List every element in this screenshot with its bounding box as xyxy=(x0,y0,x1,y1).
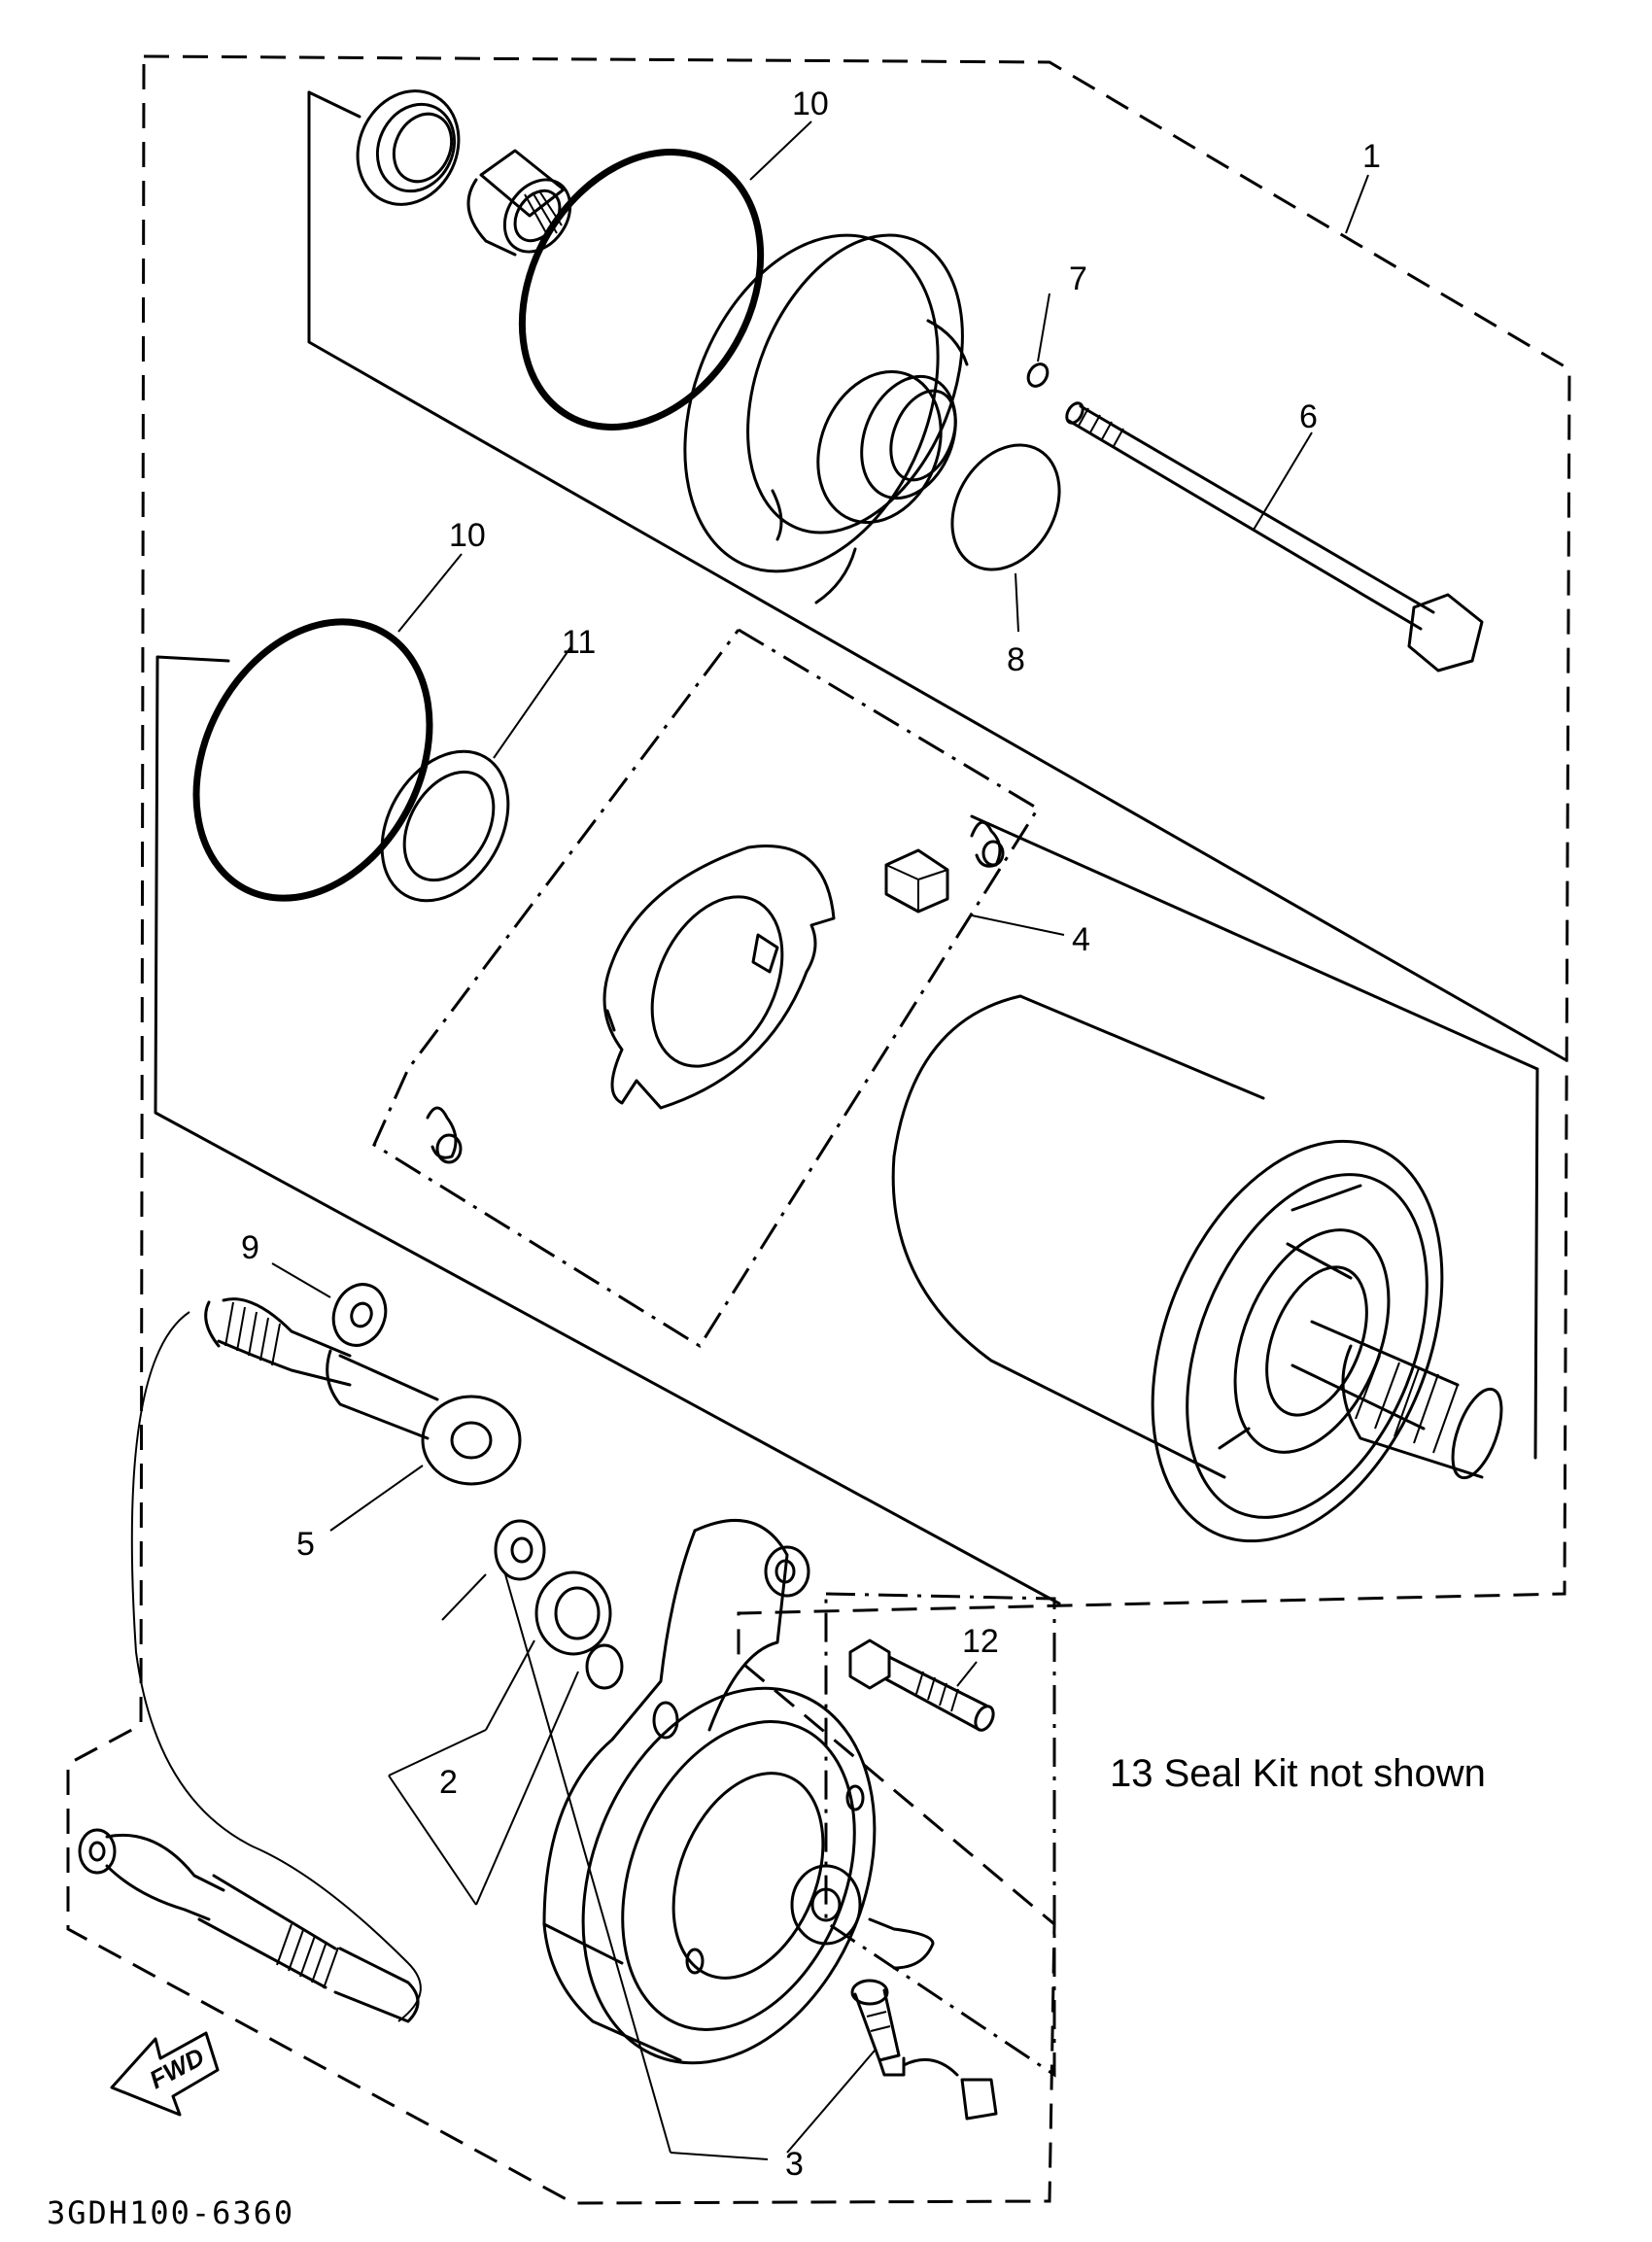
motor-yoke xyxy=(891,994,1444,1543)
rear-nut xyxy=(494,1519,546,1581)
rear-seal xyxy=(534,1570,612,1656)
bolt-frame-12 xyxy=(824,1592,1056,2078)
upper-panel-outline xyxy=(307,90,1566,1061)
callout-4: 4 xyxy=(1072,921,1090,958)
o-ring-7 xyxy=(1026,362,1050,388)
nut-9 xyxy=(331,1283,388,1347)
o-ring-8 xyxy=(950,443,1061,571)
brush-plate-frame-4 xyxy=(372,628,1041,1349)
callout-11: 11 xyxy=(562,624,596,661)
callout-10-upper: 10 xyxy=(792,86,829,122)
seal-kit-note: 13 Seal Kit not shown xyxy=(1110,1752,1486,1795)
washer-11 xyxy=(380,749,510,903)
needle-bearing xyxy=(466,149,572,257)
callout-8: 8 xyxy=(1007,641,1025,678)
leader-lines xyxy=(271,121,1369,2160)
armature-shaft xyxy=(1291,1320,1503,1480)
brush-spring-upper xyxy=(970,820,1005,868)
callout-6: 6 xyxy=(1299,398,1318,435)
callout-10-lower: 10 xyxy=(449,517,486,554)
fwd-arrow-icon: FWD xyxy=(110,2031,220,2117)
brush-plate xyxy=(602,845,836,1110)
terminal-brush-3 xyxy=(850,1979,998,2121)
callout-12: 12 xyxy=(962,1623,999,1660)
bolt-12 xyxy=(848,1638,995,1732)
o-ring-upper xyxy=(518,149,765,431)
assembly-boundary-1 xyxy=(66,54,1571,2205)
front-cover xyxy=(683,233,969,604)
terminal-lead xyxy=(78,1828,420,2023)
lead-wire xyxy=(130,1297,522,2022)
callout-5: 5 xyxy=(296,1526,315,1563)
callout-7: 7 xyxy=(1069,260,1087,297)
brush-spring-lower xyxy=(426,1106,463,1164)
callout-9: 9 xyxy=(241,1229,259,1266)
callout-1: 1 xyxy=(1362,138,1381,175)
oil-seal xyxy=(356,89,461,206)
through-bolt xyxy=(1065,401,1484,673)
callout-2: 2 xyxy=(439,1764,458,1801)
rear-cover xyxy=(542,1518,935,2065)
callout-3: 3 xyxy=(785,2146,804,2183)
small-o-ring xyxy=(585,1643,624,1690)
o-ring-lower xyxy=(192,618,433,902)
brush-block xyxy=(884,848,949,914)
middle-panel-outline xyxy=(154,655,1061,1605)
diagram-code: 3GDH100-6360 xyxy=(47,2194,294,2231)
